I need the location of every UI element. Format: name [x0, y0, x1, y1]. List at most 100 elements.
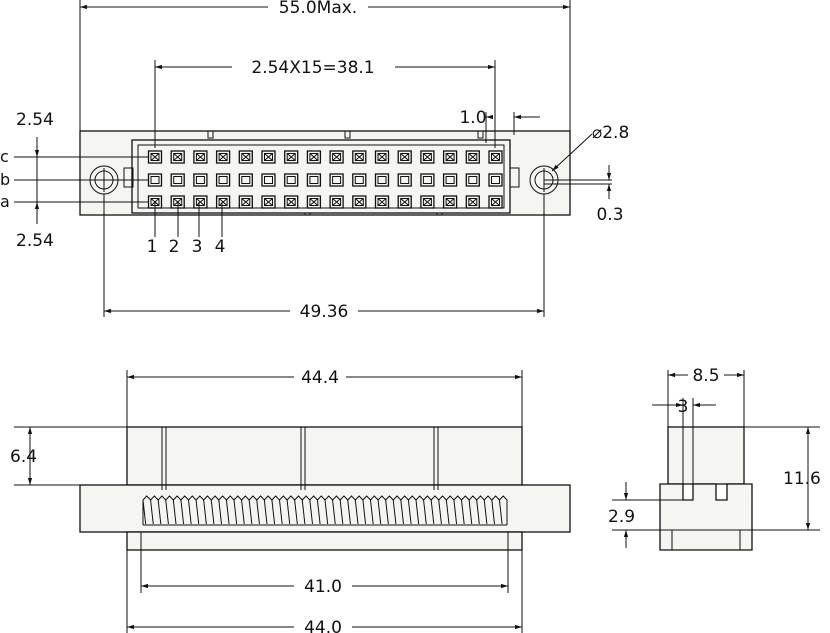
pin-cell — [147, 173, 163, 187]
dim-inner-width: 41.0 — [304, 577, 342, 597]
contact-tooth — [150, 499, 154, 525]
pin-cell — [420, 173, 435, 187]
contact-tooth — [241, 499, 245, 525]
pin-cell — [374, 195, 390, 209]
contact-tooth — [453, 499, 458, 525]
contact-tooth — [491, 499, 495, 525]
pin-cell — [238, 150, 253, 164]
contact-tooth — [225, 499, 230, 525]
contact-tooth — [157, 499, 162, 525]
contact-tooth — [188, 499, 192, 525]
front-upper-body — [126, 426, 523, 486]
dim-row-spacing-bottom: 2.54 — [16, 231, 54, 251]
dim-overall-width: 55.0Max. — [279, 0, 357, 18]
pin-cell — [420, 150, 435, 164]
pin-number-3: 3 — [192, 237, 203, 257]
pin-cell — [397, 195, 412, 209]
pin-cell — [465, 195, 480, 209]
contact-tooth — [332, 499, 336, 525]
pin-cell — [261, 195, 276, 209]
dim-hole-offset: 0.3 — [596, 205, 623, 225]
dim-total-height: 11.6 — [783, 469, 821, 489]
contact-tooth — [294, 499, 298, 525]
pin-cell — [193, 150, 208, 164]
dim-depth: 8.5 — [692, 366, 719, 386]
contact-tooth — [392, 499, 397, 525]
contact-tooth — [316, 499, 321, 525]
contact-tooth — [362, 499, 367, 525]
contact-tooth — [430, 499, 435, 525]
dim-hole-diameter: ⌀2.8 — [592, 123, 629, 143]
contact-tooth — [301, 499, 306, 525]
contact-tooth — [339, 499, 344, 525]
contact-tooth — [445, 499, 450, 525]
pin-cell — [352, 150, 367, 164]
pin-cell — [465, 150, 480, 164]
pin-cell — [147, 150, 163, 164]
pin-cell — [465, 173, 480, 187]
pin-grid — [147, 150, 503, 209]
pin-cell — [488, 150, 503, 164]
contact-tooth — [142, 499, 147, 525]
contact-tooth — [347, 499, 351, 525]
pin-cell — [284, 173, 299, 187]
pin-cell — [329, 173, 344, 187]
dim-pitch-span: 2.54X15=38.1 — [251, 58, 374, 78]
contact-tooth — [256, 499, 260, 525]
pin-cell — [215, 195, 231, 209]
pin-cell — [284, 195, 299, 209]
pin-cell — [488, 195, 503, 209]
pin-cell — [374, 173, 390, 187]
contact-tooth — [309, 499, 313, 525]
pin-cell — [261, 173, 276, 187]
contact-tooth — [271, 499, 276, 525]
dim-mount-spacing: 49.36 — [300, 302, 349, 322]
pin-cell — [306, 173, 322, 187]
row-label-b: b — [0, 170, 10, 189]
contact-tooth — [180, 499, 185, 525]
contact-tooth — [377, 499, 382, 525]
pin-cell — [261, 150, 276, 164]
pin-cell — [420, 195, 435, 209]
contact-tooth — [498, 499, 503, 525]
contact-tooth — [248, 499, 253, 525]
contact-tooth — [400, 499, 404, 525]
contact-tooth — [483, 499, 488, 525]
front-lower-body — [126, 531, 523, 551]
contact-tooth — [172, 499, 177, 525]
pin-cell — [374, 150, 390, 164]
pin-cell — [170, 173, 185, 187]
contact-tooth — [407, 499, 412, 525]
contact-tooth — [218, 499, 222, 525]
contact-tooth — [415, 499, 420, 525]
contact-tooth — [203, 499, 207, 525]
row-label-a: a — [0, 192, 10, 211]
contact-tooth — [233, 499, 238, 525]
front-flange — [79, 484, 571, 533]
pin-number-2: 2 — [169, 237, 180, 257]
pin-cell — [284, 150, 299, 164]
contact-tooth — [354, 499, 359, 525]
pin-cell — [215, 173, 231, 187]
pin-cell — [306, 150, 322, 164]
front-view: 44.4 6.4 41.0 44.0 — [10, 368, 571, 633]
contact-tooth — [279, 499, 283, 525]
contact-tooth — [324, 499, 329, 525]
pin-cell — [329, 195, 344, 209]
contact-tooth — [476, 499, 480, 525]
side-upper-body — [667, 426, 745, 485]
dim-row-spacing-top: 2.54 — [16, 110, 54, 130]
contact-tooth — [438, 499, 442, 525]
dim-body-width: 44.4 — [301, 368, 339, 388]
dim-body-height: 6.4 — [10, 447, 37, 467]
pin-cell — [193, 195, 208, 209]
contact-tooth — [385, 499, 389, 525]
pin-cell — [352, 195, 367, 209]
contact-tooth — [263, 499, 268, 525]
pin-cell — [306, 195, 322, 209]
pin-number-4: 4 — [215, 237, 226, 257]
pin-cell — [397, 150, 412, 164]
pin-cell — [442, 150, 458, 164]
pin-cell — [238, 173, 253, 187]
